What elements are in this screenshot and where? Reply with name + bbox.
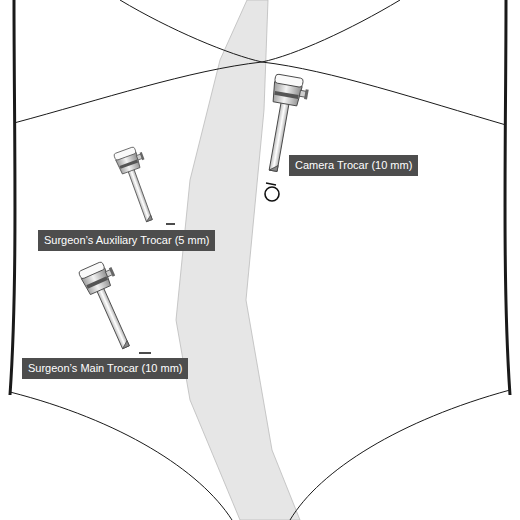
- label-text: Surgeon’s Main Trocar (10 mm): [28, 362, 182, 375]
- trocar-label: Surgeon’s Auxiliary Trocar (5 mm): [38, 230, 215, 251]
- trocar-label: Surgeon’s Main Trocar (10 mm): [22, 358, 188, 379]
- body-outline: [10, 0, 510, 520]
- auxiliary-trocar: [113, 145, 175, 225]
- label-text: Surgeon’s Auxiliary Trocar (5 mm): [44, 234, 209, 247]
- trocar-label: Camera Trocar (10 mm): [289, 155, 418, 176]
- camera-trocar: [259, 74, 310, 201]
- label-text: Camera Trocar (10 mm): [295, 159, 412, 172]
- main-trocar: [78, 259, 151, 353]
